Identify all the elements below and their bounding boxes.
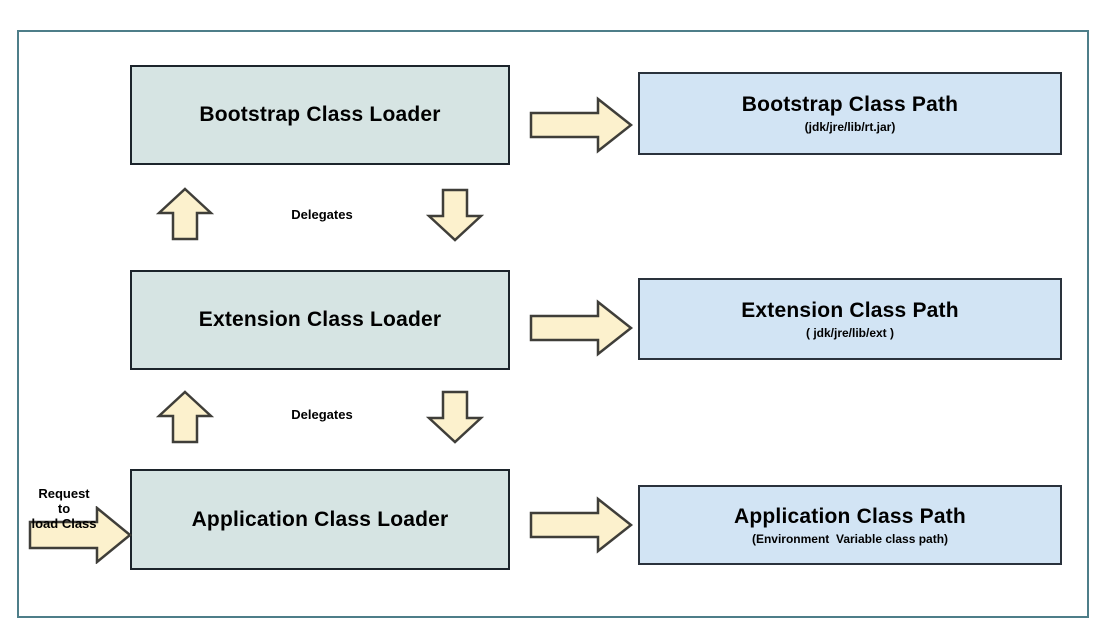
request-arrow-shape: [28, 506, 132, 564]
delegates-label-bottom: Delegates: [291, 407, 353, 422]
extension-class-loader-label: Extension Class Loader: [198, 308, 442, 331]
up-arrow-shape: [156, 187, 214, 241]
right-block-arrow-icon: [529, 299, 634, 357]
request-label-line2: to: [57, 501, 71, 516]
application-class-path-sublabel: (Environment Variable class path): [751, 531, 949, 546]
down-block-arrow-icon: [426, 390, 484, 444]
bootstrap-class-path-sublabel: (jdk/jre/lib/rt.jar): [804, 120, 896, 134]
request-to-load-class-label: Request to load Class: [16, 486, 112, 531]
application-class-loader-label: Application Class Loader: [191, 507, 449, 531]
down-arrow-shape: [426, 390, 484, 444]
delegates-label-top: Delegates: [291, 207, 353, 222]
bootstrap-class-loader-box: Bootstrap Class Loader: [130, 65, 510, 165]
right-arrow-shape: [529, 496, 634, 554]
request-arrow-icon: [28, 506, 132, 564]
right-arrow-shape: [529, 299, 634, 357]
right-block-arrow-icon: [529, 496, 634, 554]
up-block-arrow-icon: [156, 390, 214, 444]
extension-class-path-sublabel: ( jdk/jre/lib/ext ): [805, 325, 895, 340]
bootstrap-class-loader-label: Bootstrap Class Loader: [199, 103, 441, 126]
right-arrow-shape: [529, 96, 634, 154]
extension-class-loader-box: Extension Class Loader: [130, 270, 510, 370]
extension-class-path-label: Extension Class Path: [741, 298, 959, 322]
request-label-line1: Request: [38, 486, 90, 501]
bootstrap-class-path-box: Bootstrap Class Path (jdk/jre/lib/rt.jar…: [638, 72, 1062, 155]
application-class-loader-box: Application Class Loader: [130, 469, 510, 570]
up-arrow-shape: [156, 390, 214, 444]
application-class-path-label: Application Class Path: [734, 504, 966, 528]
up-block-arrow-icon: [156, 187, 214, 241]
down-arrow-shape: [426, 188, 484, 242]
right-block-arrow-icon: [529, 96, 634, 154]
extension-class-path-box: Extension Class Path ( jdk/jre/lib/ext ): [638, 278, 1062, 360]
request-label-line3: load Class: [31, 516, 97, 531]
bootstrap-class-path-label: Bootstrap Class Path: [741, 93, 959, 116]
application-class-path-box: Application Class Path (Environment Vari…: [638, 485, 1062, 565]
down-block-arrow-icon: [426, 188, 484, 242]
